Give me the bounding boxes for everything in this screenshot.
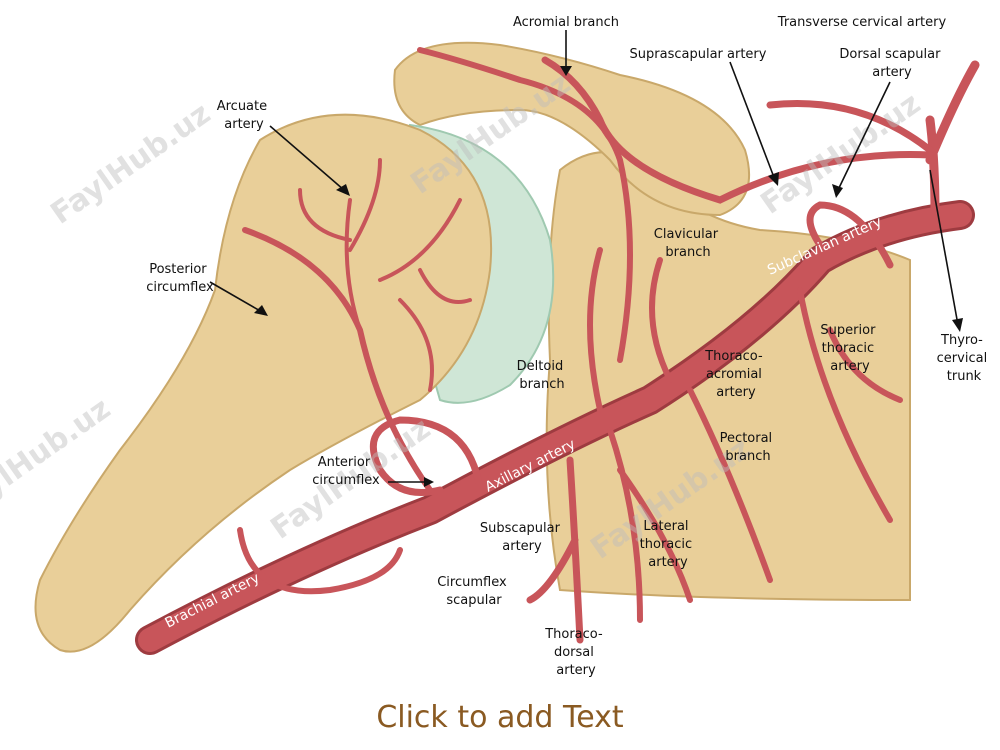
label-thoraco-acromial-artery: Thoraco- acromial artery	[704, 349, 767, 400]
label-superior-thoracic-artery: Superior thoracic artery	[820, 323, 879, 374]
arteries	[135, 47, 980, 655]
superior-thoracic-vessel	[797, 287, 903, 523]
anterior-circumflex-vessel	[369, 416, 484, 496]
humeral-loop-vessel	[237, 527, 403, 595]
watermark-1: FaylHub.uz	[45, 96, 217, 231]
transverse-cervical-vessel	[766, 99, 934, 154]
shoulder-artery-diagram: FaylHub.uz FaylHub.uz FaylHub.uz FaylHub…	[0, 15, 992, 678]
label-subscapular-artery: Subscapular artery	[480, 521, 564, 554]
label-circumflex-scapular: Circumflex scapular	[437, 575, 511, 608]
pectoral-branch-vessel	[687, 387, 773, 583]
label-clavicular-branch: Clavicular branch	[654, 227, 722, 260]
add-text-placeholder[interactable]: Click to add Text	[376, 700, 624, 735]
label-thoracodorsal-artery: Thoraco- dorsal artery	[544, 627, 607, 678]
label-lateral-thoracic-artery: Lateral thoracic artery	[640, 519, 697, 570]
label-thyrocervical-trunk: Thyro- cervical trunk	[937, 333, 992, 384]
clavicular-branch-vessel	[649, 257, 673, 383]
label-transverse-cervical-artery: Transverse cervical artery	[777, 15, 947, 30]
label-posterior-circumflex: Posterior circumflex	[146, 262, 214, 295]
deltoid-branch-vessel	[587, 247, 603, 413]
label-anterior-circumflex: Anterior circumflex	[312, 455, 380, 488]
lateral-thoracic-vessel	[607, 427, 693, 623]
acromion-bone	[393, 41, 751, 217]
suprascapular-vessel	[541, 56, 934, 204]
dorsal-scapular-vessel	[806, 201, 894, 269]
label-arcuate-artery: Arcuate artery	[217, 99, 272, 132]
label-dorsal-scapular-artery: Dorsal scapular artery	[839, 47, 944, 80]
label-deltoid-branch: Deltoid branch	[517, 359, 568, 392]
humerus-bone	[34, 113, 493, 653]
arcuate-network-vessel	[298, 158, 472, 392]
label-suprascapular-artery: Suprascapular artery	[630, 47, 767, 62]
leader-lines	[209, 30, 963, 487]
acromial-branch-vessel	[417, 47, 633, 363]
subscapular-vessel	[526, 456, 584, 644]
label-acromial-branch: Acromial branch	[513, 15, 619, 30]
label-pectoral-branch: Pectoral branch	[720, 431, 777, 464]
thyrocervical-trunk-vessel	[925, 60, 980, 220]
